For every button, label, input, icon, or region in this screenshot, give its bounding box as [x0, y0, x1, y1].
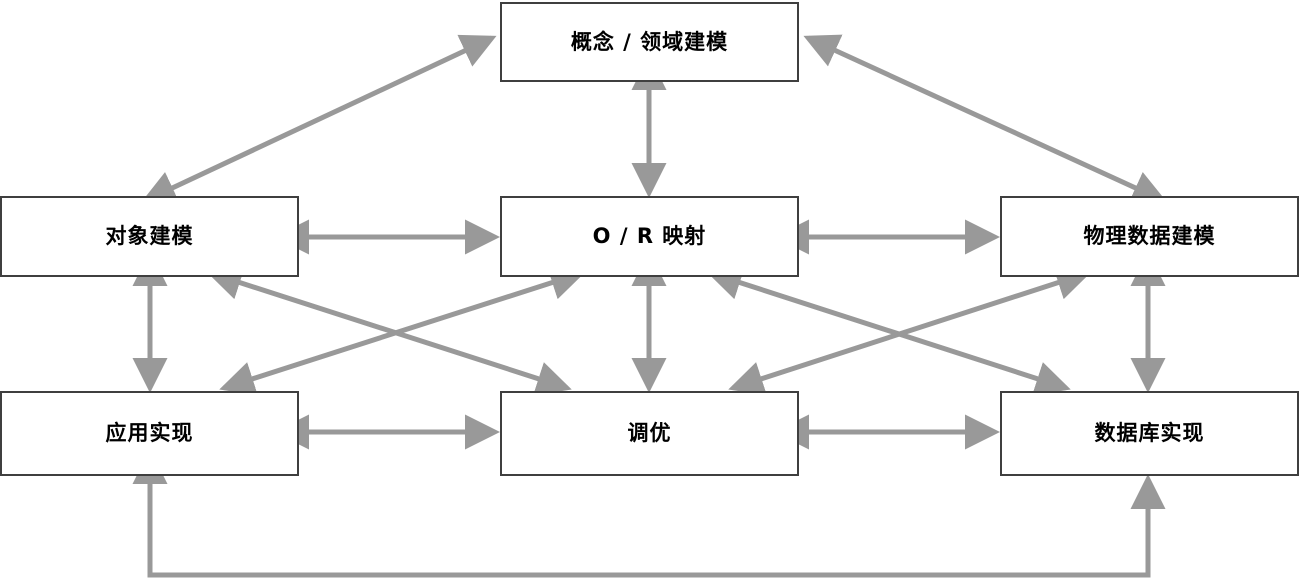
- node-or-mapping[interactable]: O / R 映射: [500, 196, 799, 277]
- node-label: 应用实现: [105, 421, 194, 445]
- node-label: 调优: [627, 421, 672, 445]
- node-label: 概念 / 领域建模: [570, 29, 729, 54]
- edge-object-concept: [140, 34, 497, 204]
- node-label: 数据库实现: [1094, 421, 1205, 445]
- edge-appimpl-dbimpl-bottom: [132, 449, 1166, 578]
- node-label: O / R 映射: [592, 224, 707, 248]
- node-tuning[interactable]: 调优: [500, 391, 799, 476]
- node-database-implementation[interactable]: 数据库实现: [1000, 391, 1299, 476]
- edge-physical-concept: [803, 34, 1168, 204]
- edge-ormap-appimpl: [219, 265, 586, 396]
- edge-physical-tuning: [728, 265, 1092, 396]
- edge-object-tuning: [206, 265, 572, 396]
- node-application-implementation[interactable]: 应用实现: [0, 391, 299, 476]
- node-label: 物理数据建模: [1083, 224, 1216, 248]
- node-object-modeling[interactable]: 对象建模: [0, 196, 299, 277]
- edge-ormap-dbimpl: [706, 265, 1071, 396]
- node-physical-data-modeling[interactable]: 物理数据建模: [1000, 196, 1299, 277]
- node-concept-domain-modeling[interactable]: 概念 / 领域建模: [500, 2, 799, 82]
- node-label: 对象建模: [105, 224, 194, 248]
